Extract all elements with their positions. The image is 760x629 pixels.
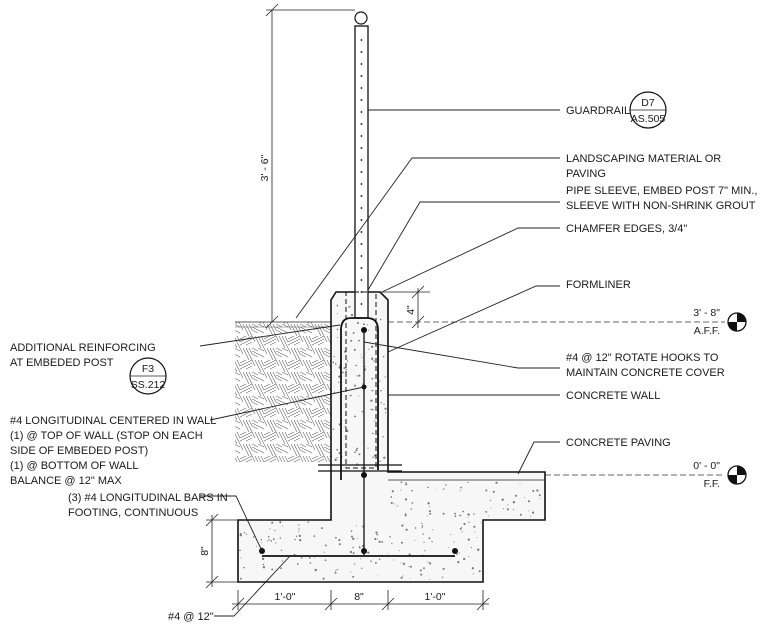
longitudinal-wall-label-line5: BALANCE @ 12" MAX (10, 475, 122, 487)
guardrail-post (354, 11, 369, 319)
concrete-paving-label: CONCRETE PAVING (566, 437, 671, 449)
additional-reinforcing-label-line1: ADDITIONAL REINFORCING (10, 342, 156, 354)
reinforcing-detail-tag-bottom: SS.212 (131, 379, 166, 391)
longitudinal-wall-label-line3: SIDE OF EMBEDED POST) (10, 445, 148, 457)
reinforcing-detail-tag (129, 357, 167, 395)
footing-rebar (259, 327, 458, 557)
landscaping-fill-hatch (235, 321, 331, 462)
elevation-top-of-wall-value: 3' - 8" (693, 307, 720, 319)
footing-width-dimensions (231, 590, 490, 611)
longitudinal-wall-label-line1: #4 LONGITUDINAL CENTERED IN WALL (10, 415, 216, 427)
elevation-finish-floor-value: 0' - 0" (693, 460, 720, 472)
concrete-wall-label: CONCRETE WALL (566, 390, 660, 402)
elevation-finish-floor-ref: F.F. (704, 478, 720, 490)
leader-lines (199, 109, 560, 617)
guardrail-detail-tag-bottom: AS.505 (631, 113, 666, 125)
toe-dimension-label: 1'-0" (275, 591, 296, 603)
guardrail-detail-tag (629, 91, 667, 129)
elevation-marker-finish-floor-icon (727, 465, 747, 485)
chamfer-label: CHAMFER EDGES, 3/4" (566, 223, 687, 235)
landscaping-label-line2: PAVING (566, 168, 606, 180)
heel-dimension-label: 1'-0" (425, 591, 446, 603)
pipe-sleeve-label-line1: PIPE SLEEVE, EMBED POST 7" MIN., FILL (566, 185, 760, 197)
concrete-footing-and-wall (237, 291, 546, 583)
footing-depth-dimension (205, 513, 238, 589)
longitudinal-wall-label-line2: (1) @ TOP OF WALL (STOP ON EACH (10, 430, 203, 442)
elevation-marker-top-of-wall-icon (727, 312, 747, 332)
rotate-hooks-label-line1: #4 @ 12" ROTATE HOOKS TO (566, 352, 719, 364)
additional-reinforcing-label-line2: AT EMBEDED POST (10, 357, 114, 369)
post-height-dimension-label: 3' - 6" (259, 154, 271, 181)
guardrail-label: GUARDRAIL (566, 105, 630, 117)
footing-depth-dimension-label: 8" (199, 546, 211, 556)
concrete-aggregate-texture (239, 304, 541, 580)
pipe-sleeve (340, 291, 379, 555)
reveal-dimension-label: 4" (405, 305, 417, 315)
elevation-top-of-wall-ref: A.F.F. (694, 325, 720, 337)
formliner-label: FORMLINER (566, 279, 631, 291)
longitudinal-wall-label-line4: (1) @ BOTTOM OF WALL (10, 460, 139, 472)
reinforcing-detail-tag-top: F3 (142, 363, 154, 375)
wall-dimension-label: 8" (354, 591, 364, 603)
bottom-bar-label: #4 @ 12" (168, 611, 214, 623)
guardrail-detail-tag-top: D7 (641, 97, 655, 109)
post-height-dimension (265, 3, 355, 329)
landscaping-label-line1: LANDSCAPING MATERIAL OR (566, 153, 721, 165)
footing-bars-label-line1: (3) #4 LONGITUDINAL BARS IN (68, 492, 228, 504)
footing-bars-label-line2: FOOTING, CONTINUOUS (68, 507, 198, 519)
pipe-sleeve-label-line2: SLEEVE WITH NON-SHRINK GROUT (566, 200, 756, 212)
reveal-dimension (380, 285, 430, 329)
rotate-hooks-label-line2: MAINTAIN CONCRETE COVER (566, 367, 725, 379)
